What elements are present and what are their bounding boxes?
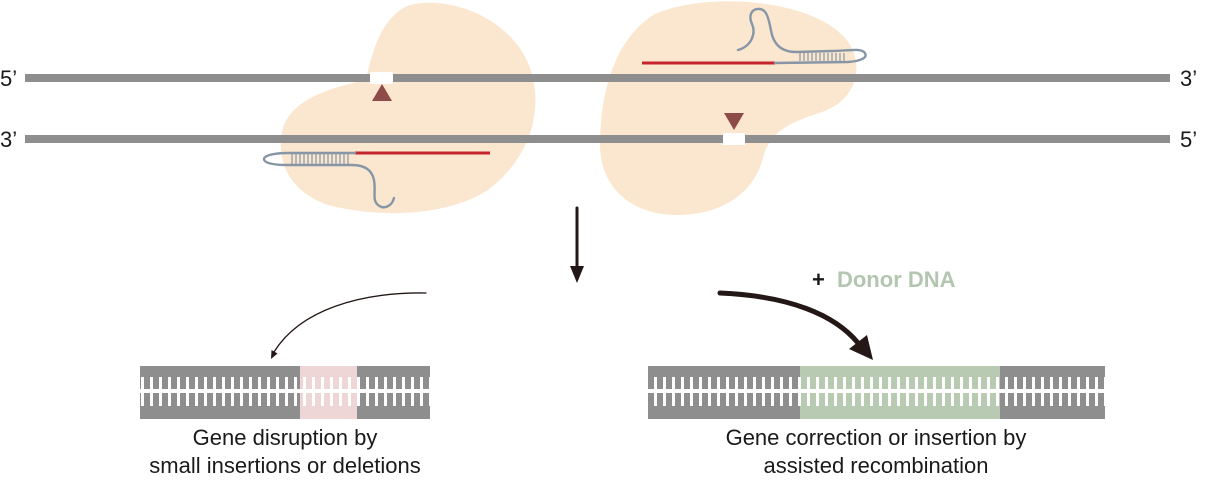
disruption-caption-line2: small insertions or deletions (149, 453, 420, 478)
strand-label-top-left: 5’ (0, 66, 17, 91)
correction-arrow-icon (717, 290, 873, 360)
donor-plus: + (812, 267, 825, 292)
ladder-segment-left (648, 366, 800, 419)
donor-insert-region (800, 366, 1000, 419)
ladder-segment-right (357, 366, 430, 419)
spacer-sequence-left (355, 151, 490, 155)
disruption-caption-line1: Gene disruption by (193, 425, 378, 450)
correction-caption-line1: Gene correction or insertion by (726, 425, 1027, 450)
correction-caption-line2: assisted recombination (763, 453, 988, 478)
strand-label-bottom-right: 5’ (1180, 127, 1197, 152)
disruption-arrow-icon (271, 292, 427, 359)
cut-gap-bottom (723, 133, 745, 145)
donor-dna-label: + Donor DNA (812, 267, 956, 292)
cas9-right (600, 1, 857, 216)
cut-marker-down-icon (724, 113, 744, 130)
cut-gap-top (370, 72, 393, 84)
scaffold-rna-left (262, 151, 396, 209)
dna-top-strand (25, 72, 1170, 84)
ladder-segment-left (140, 366, 300, 419)
guide-rna-right (642, 7, 867, 65)
indel-region (300, 366, 357, 419)
guide-rna-left (262, 151, 490, 209)
strand-label-top-right: 3’ (1180, 66, 1197, 91)
strand-label-bottom-left: 3’ (0, 127, 17, 152)
cut-marker-up-icon (372, 84, 392, 101)
spacer-sequence-right (642, 61, 775, 65)
ladder-segment-right (1000, 366, 1105, 419)
down-arrow-icon (570, 206, 584, 283)
cas9-left (280, 2, 536, 214)
correction-dna-ladder (648, 366, 1105, 419)
disruption-dna-ladder (140, 366, 430, 419)
scaffold-rna-right (736, 7, 867, 65)
scaffold-rungs-left (291, 154, 349, 164)
donor-text: Donor DNA (837, 267, 956, 292)
scaffold-rungs-right (799, 53, 845, 61)
dna-bottom-strand (25, 133, 1170, 145)
